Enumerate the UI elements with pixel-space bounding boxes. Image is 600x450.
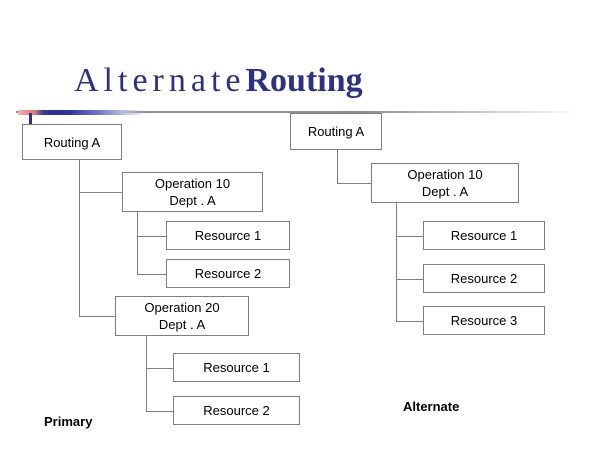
alternate-root-spine	[337, 150, 338, 184]
primary-op10-resource-2-node[interactable]: Resource 2	[166, 259, 290, 288]
primary-operation-10-line2: Dept . A	[169, 193, 216, 208]
alternate-op10-branch	[337, 183, 372, 184]
alternate-op10-resource-3-label: Resource 3	[450, 313, 518, 328]
primary-op10-resource-1-node[interactable]: Resource 1	[166, 221, 290, 250]
primary-op10-branch	[79, 192, 123, 193]
primary-op10-res1-branch	[137, 236, 167, 237]
alternate-op10-resource-1-label: Resource 1	[450, 228, 518, 243]
primary-op20-resource-1-label: Resource 1	[203, 360, 270, 375]
primary-root-node[interactable]: Routing A	[22, 124, 122, 160]
primary-op10-resource-2-label: Resource 2	[194, 266, 262, 281]
primary-op20-resource-1-node[interactable]: Resource 1	[173, 353, 300, 382]
page-title-light: Alternate	[74, 62, 246, 99]
primary-operation-20-node[interactable]: Operation 20 Dept . A	[115, 296, 249, 336]
alternate-operation-10-line1: Operation 10	[407, 167, 483, 182]
alternate-root-label: Routing A	[307, 124, 365, 139]
alternate-op10-res3-branch	[396, 321, 424, 322]
primary-op20-res1-branch	[146, 368, 174, 369]
primary-op20-resource-2-label: Resource 2	[203, 403, 270, 418]
alternate-op10-res1-branch	[396, 236, 424, 237]
page-title: AlternateRouting	[74, 58, 534, 106]
primary-op10-resource-1-label: Resource 1	[194, 228, 262, 243]
primary-operation-10-line1: Operation 10	[154, 176, 231, 191]
alternate-op10-spine	[396, 203, 397, 321]
alternate-op10-resource-1-node[interactable]: Resource 1	[423, 221, 545, 250]
primary-op20-spine	[146, 336, 147, 411]
divider-blue-tick	[29, 113, 32, 127]
primary-op20-resource-2-node[interactable]: Resource 2	[173, 396, 300, 425]
title-divider	[16, 110, 582, 127]
alternate-caption: Alternate	[403, 399, 460, 414]
primary-op10-res2-branch	[137, 274, 167, 275]
alternate-op10-resource-3-node[interactable]: Resource 3	[423, 306, 545, 335]
page-title-bold: Routing	[245, 62, 363, 99]
primary-root-spine	[79, 160, 80, 316]
divider-accent-gradient	[18, 110, 146, 115]
alternate-root-node[interactable]: Routing A	[290, 113, 382, 150]
divider-grey-line	[16, 111, 582, 113]
alternate-op10-resource-2-node[interactable]: Resource 2	[423, 264, 545, 293]
primary-operation-10-node[interactable]: Operation 10 Dept . A	[122, 172, 263, 212]
primary-op10-spine	[137, 212, 138, 274]
alternate-op10-res2-branch	[396, 279, 424, 280]
primary-operation-20-line2: Dept . A	[158, 317, 206, 332]
primary-caption: Primary	[44, 414, 93, 429]
alternate-operation-10-node[interactable]: Operation 10 Dept . A	[371, 163, 519, 203]
alternate-operation-10-line2: Dept . A	[421, 184, 469, 199]
primary-operation-20-line1: Operation 20	[144, 300, 220, 315]
primary-op20-branch	[79, 316, 116, 317]
primary-root-label: Routing A	[43, 134, 101, 150]
alternate-op10-resource-2-label: Resource 2	[450, 271, 518, 286]
primary-op20-res2-branch	[146, 411, 174, 412]
